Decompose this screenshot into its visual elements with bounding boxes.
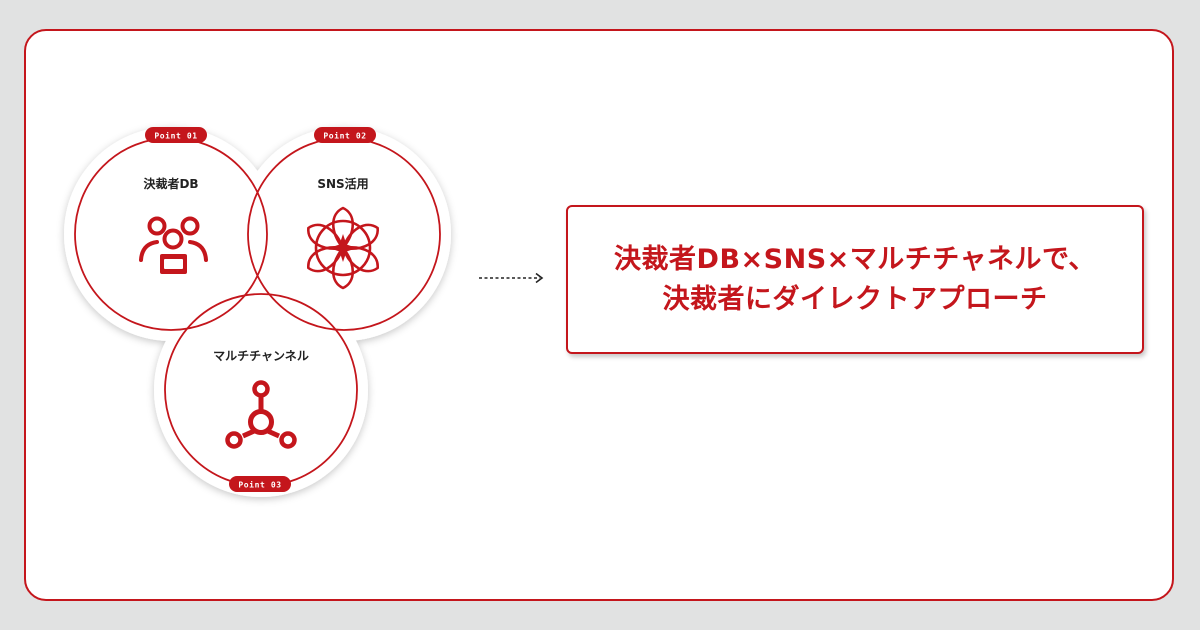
point-3-badge-text: Point 03: [238, 480, 281, 490]
point-2-label: SNS活用: [317, 176, 368, 191]
point-3-badge: Point 03: [229, 476, 291, 492]
result-line-2: 決裁者にダイレクトアプローチ: [662, 283, 1048, 315]
dashed-arrow-icon: [479, 272, 544, 284]
point-3: マルチチャンネル Point 03: [213, 349, 309, 492]
point-2-badge: Point 02: [314, 127, 376, 143]
point-2: Point 02 SNS活用: [307, 127, 379, 290]
point-2-badge-text: Point 02: [323, 131, 366, 141]
point-1-badge-text: Point 01: [154, 131, 197, 141]
circle-backgrounds: [64, 127, 451, 497]
point-1: Point 01 決裁者DB: [139, 127, 208, 274]
result-line-1: 決裁者DB×SNS×マルチチャネルで、: [614, 243, 1096, 275]
point-1-label: 決裁者DB: [143, 176, 198, 191]
point-3-label: マルチチャンネル: [213, 349, 309, 363]
result-box: 決裁者DB×SNS×マルチチャネルで、 決裁者にダイレクトアプローチ: [566, 205, 1144, 354]
circle-bg-point-1: [64, 127, 278, 341]
people-with-lock-icon: [139, 216, 208, 274]
flower-network-icon: [307, 206, 379, 290]
node-hub-icon: [225, 380, 297, 449]
point-1-badge: Point 01: [145, 127, 207, 143]
